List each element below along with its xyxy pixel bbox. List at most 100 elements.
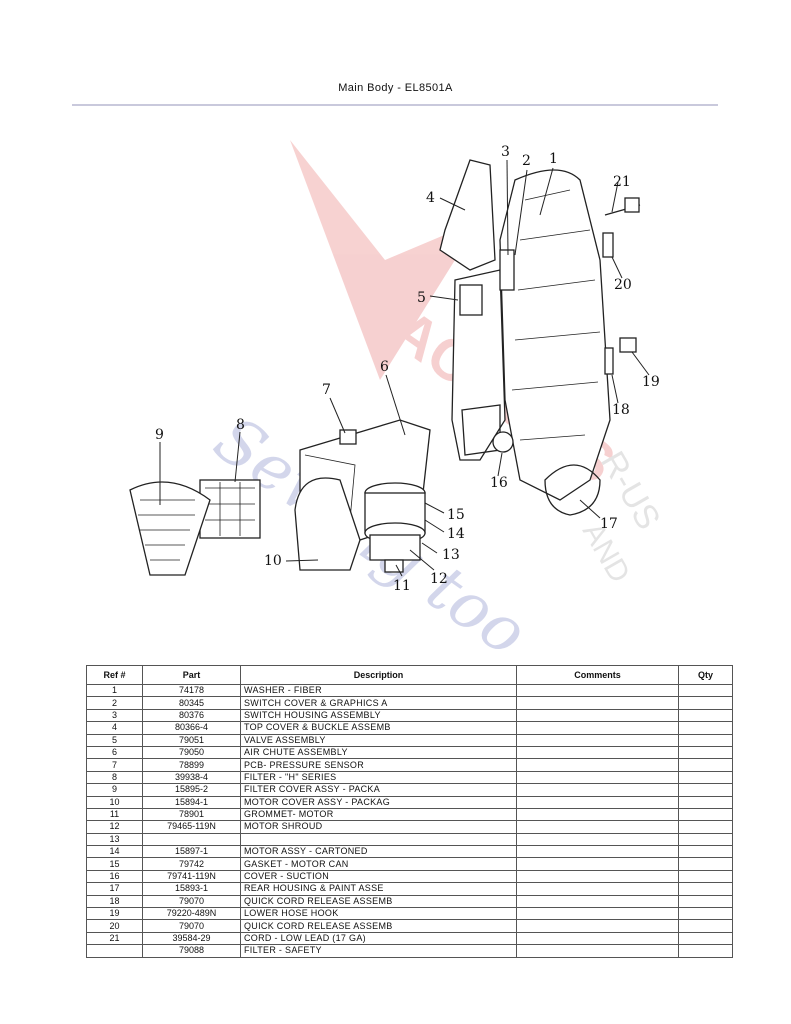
cell-ref: 7	[86, 758, 143, 772]
callout-13: 13	[442, 547, 460, 563]
cell-ref: 11	[86, 807, 143, 822]
cell-qty	[678, 770, 733, 785]
cell-description	[240, 832, 517, 847]
cell-part: 39938-4	[142, 770, 241, 785]
cell-part: 78901	[142, 807, 241, 822]
callout-18: 18	[612, 402, 630, 418]
cell-ref: 21	[86, 931, 143, 946]
hose-hook	[619, 337, 637, 353]
cell-comments	[516, 745, 679, 760]
cell-ref: 6	[86, 745, 143, 760]
cell-qty	[678, 783, 733, 797]
cell-part: 15894-1	[142, 795, 241, 809]
cell-description: GROMMET- MOTOR	[240, 807, 517, 822]
suction-cover	[492, 431, 514, 453]
cell-qty	[678, 758, 733, 772]
cell-comments	[516, 845, 679, 859]
cell-ref: 14	[86, 845, 143, 859]
cell-comments	[516, 758, 679, 772]
cell-part: 79742	[142, 857, 241, 871]
cell-comments	[516, 721, 679, 735]
leader-lines	[159, 159, 650, 577]
watermark-logo-shape	[290, 140, 480, 380]
cell-qty	[678, 907, 733, 921]
exploded-parts-diagram: VACUUMS R-US AND Sewing too	[129, 140, 668, 650]
cell-ref: 18	[86, 894, 143, 909]
cell-description: VALVE ASSEMBLY	[240, 733, 517, 747]
callout-4: 4	[426, 190, 435, 206]
callout-2: 2	[522, 153, 531, 169]
cell-description: SWITCH HOUSING ASSEMBLY	[240, 708, 517, 723]
cell-description: FILTER - "H" SERIES	[240, 770, 517, 785]
cell-comments	[516, 931, 679, 946]
cell-description: FILTER - SAFETY	[240, 944, 517, 958]
cell-comments	[516, 708, 679, 723]
cell-comments	[516, 832, 679, 847]
title-divider	[72, 104, 718, 106]
cell-part: 15897-1	[142, 845, 241, 859]
cell-qty	[678, 857, 733, 871]
filter-cover	[129, 481, 211, 576]
cell-qty	[678, 696, 733, 710]
cell-part: 79220-489N	[142, 907, 241, 921]
cell-comments	[516, 894, 679, 909]
col-part: Part	[142, 665, 241, 685]
cell-part: 39584-29	[142, 931, 241, 946]
cell-description: QUICK CORD RELEASE ASSEMB	[240, 894, 517, 909]
col-ref: Ref #	[86, 665, 143, 685]
callout-14: 14	[447, 526, 465, 542]
cell-comments	[516, 733, 679, 747]
cell-qty	[678, 931, 733, 946]
cell-ref: 9	[86, 783, 143, 797]
callout-7: 7	[322, 382, 331, 398]
cell-qty	[678, 708, 733, 723]
callout-21: 21	[613, 174, 631, 190]
cell-comments	[516, 919, 679, 933]
col-comments: Comments	[516, 665, 679, 685]
cell-description: FILTER COVER ASSY - PACKA	[240, 783, 517, 797]
cell-qty	[678, 894, 733, 909]
cell-description: MOTOR COVER ASSY - PACKAG	[240, 795, 517, 809]
callout-12: 12	[430, 571, 448, 587]
col-description: Description	[240, 665, 517, 685]
cell-comments	[516, 696, 679, 710]
cell-description: REAR HOUSING & PAINT ASSE	[240, 882, 517, 896]
cell-ref: 15	[86, 857, 143, 871]
cell-comments	[516, 795, 679, 809]
cell-qty	[678, 795, 733, 809]
callout-10: 10	[264, 553, 282, 569]
cell-qty	[678, 869, 733, 884]
cell-description: WASHER - FIBER	[240, 683, 517, 698]
callout-6: 6	[380, 359, 389, 375]
cell-ref: 5	[86, 733, 143, 747]
callout-3: 3	[501, 144, 510, 160]
page-title: Main Body - EL8501A	[338, 82, 453, 94]
cell-ref: 20	[86, 919, 143, 933]
callout-19: 19	[642, 374, 660, 390]
cell-comments	[516, 869, 679, 884]
cell-comments	[516, 770, 679, 785]
cell-comments	[516, 807, 679, 822]
cell-qty	[678, 807, 733, 822]
cell-comments	[516, 907, 679, 921]
cell-ref: 4	[86, 721, 143, 735]
pcb	[339, 429, 357, 445]
cell-description: QUICK CORD RELEASE ASSEMB	[240, 919, 517, 933]
callout-11: 11	[393, 578, 411, 594]
